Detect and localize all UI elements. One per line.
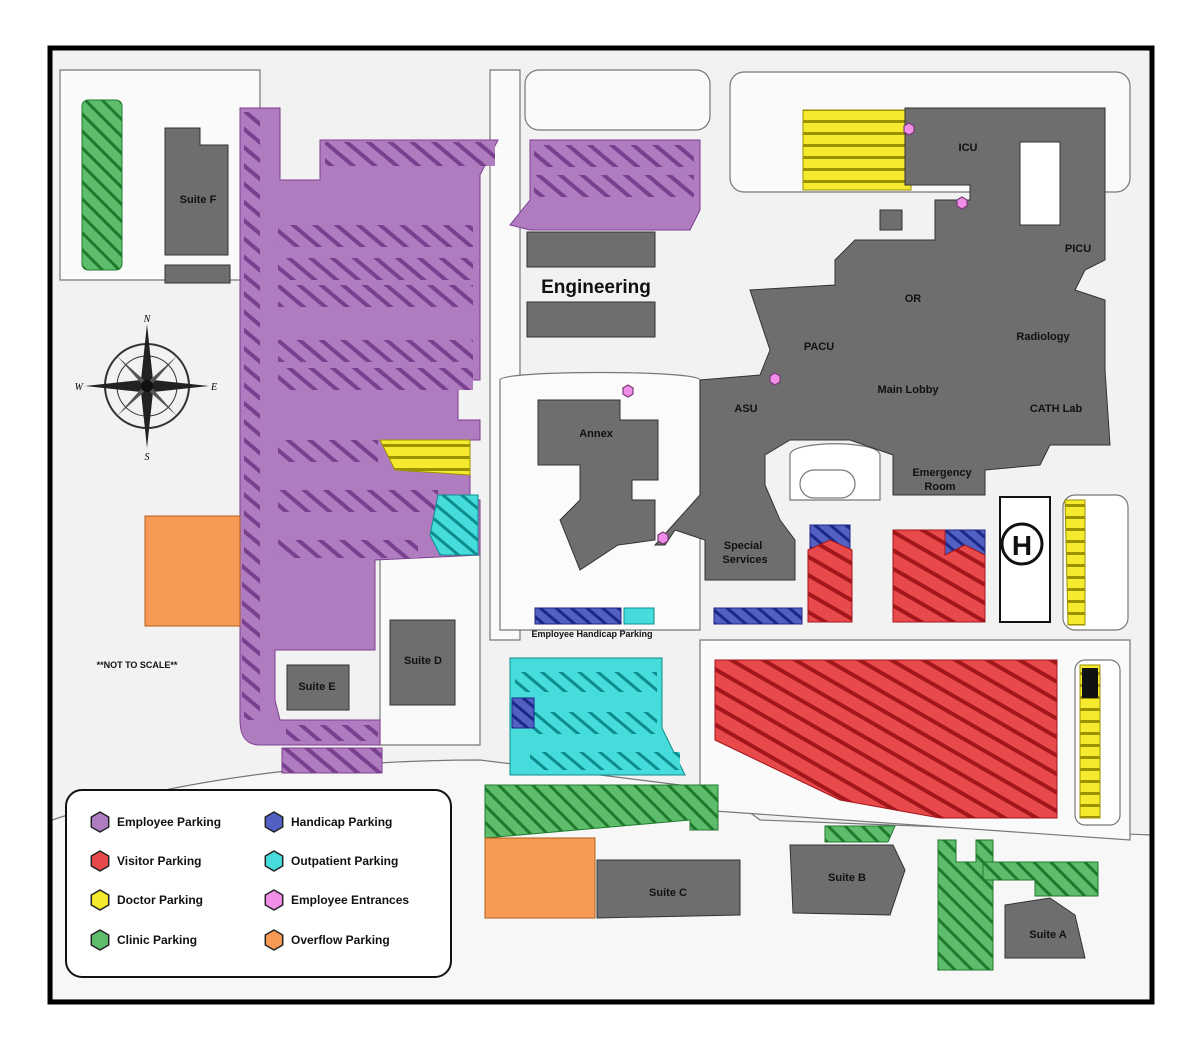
legend: Employee Parking Handicap ParkingVisitor …: [65, 789, 452, 978]
entrance-hex: [622, 384, 634, 398]
building-main-hospital: [653, 107, 1111, 581]
compass-west-label: W: [75, 382, 85, 393]
employee-entrances: [622, 122, 968, 545]
label-or: OR: [905, 293, 922, 305]
doctor-parking-north: [802, 109, 912, 191]
label-cath-lab: CATH Lab: [1030, 403, 1083, 415]
legend-label: Employee Parking: [117, 815, 221, 829]
helipad-label: H: [1012, 530, 1032, 561]
label-emergency-1: Emergency: [912, 467, 972, 479]
doctor-parking-west: [379, 439, 471, 476]
legend-label: Handicap Parking: [291, 815, 392, 829]
label-suite-a: Suite A: [1029, 929, 1067, 941]
legend-swatch-clinic: [90, 929, 110, 951]
legend-label: Employee Entrances: [291, 893, 409, 907]
legend-swatch-visitor: [90, 850, 110, 872]
clinic-parking: [81, 99, 1099, 971]
label-emergency-2: Room: [924, 481, 955, 493]
legend-item: Employee Parking: [90, 811, 221, 833]
label-pacu: PACU: [804, 341, 834, 353]
employee-parking-engineering: [509, 139, 701, 231]
building-engineering-north: [526, 231, 656, 268]
legend-item: Outpatient Parking: [264, 850, 398, 872]
label-suite-f: Suite F: [180, 194, 217, 206]
building-annex: [537, 399, 659, 571]
label-suite-c: Suite C: [649, 887, 687, 899]
doctor-parking-east: [1079, 664, 1101, 819]
label-suite-e: Suite E: [298, 681, 335, 693]
not-to-scale-label: **NOT TO SCALE**: [97, 660, 178, 670]
legend-label: Clinic Parking: [117, 933, 197, 947]
legend-item: Handicap Parking: [264, 811, 392, 833]
buildings: [164, 107, 1111, 959]
building-suite-c: [596, 859, 741, 919]
employee-handicap-label: Employee Handicap Parking: [531, 629, 652, 639]
label-icu: ICU: [959, 142, 978, 154]
map-frame: [47, 45, 1155, 1005]
legend-label: Doctor Parking: [117, 893, 203, 907]
building-suite-d: [389, 619, 456, 706]
entrance-hex: [769, 372, 781, 386]
outpatient-parking-west: [429, 494, 479, 556]
outpatient-parking-annex: [623, 607, 655, 625]
overflow-parking-south: [484, 837, 596, 919]
label-main-lobby: Main Lobby: [877, 384, 939, 396]
compass-rose: N S W E: [75, 314, 217, 463]
entrance-hex: [956, 196, 968, 210]
label-special-services-2: Services: [722, 554, 767, 566]
legend-swatch-entrance: [264, 889, 284, 911]
building-suite-e: [286, 664, 350, 711]
building-suite-a: [1004, 897, 1086, 959]
label-radiology: Radiology: [1016, 331, 1070, 343]
entrance-hex: [903, 122, 915, 136]
handicap-parking: [511, 524, 986, 729]
legend-swatch-outpatient: [264, 850, 284, 872]
entrance-hex: [657, 531, 669, 545]
legend-label: Overflow Parking: [291, 933, 390, 947]
overflow-parking-west: [144, 515, 241, 627]
compass-east-label: E: [210, 382, 217, 393]
legend-item: Doctor Parking: [90, 889, 203, 911]
legend-item: Clinic Parking: [90, 929, 197, 951]
legend-label: Outpatient Parking: [291, 854, 398, 868]
legend-swatch-doctor: [90, 889, 110, 911]
doctor-parking-helipad: [1064, 499, 1086, 626]
label-suite-b: Suite B: [828, 872, 866, 884]
building-suite-b: [789, 844, 906, 916]
label-engineering: Engineering: [541, 277, 651, 298]
legend-swatch-overflow: [264, 929, 284, 951]
legend-swatch-handicap: [264, 811, 284, 833]
label-annex: Annex: [579, 428, 614, 440]
building-engineering-south: [526, 301, 656, 338]
label-picu: PICU: [1065, 243, 1091, 255]
legend-item: Employee Entrances: [264, 889, 409, 911]
label-asu: ASU: [734, 403, 757, 415]
legend-label: Visitor Parking: [117, 854, 201, 868]
helipad-circle: [1000, 522, 1044, 566]
legend-swatch-employee: [90, 811, 110, 833]
compass-north-label: N: [143, 314, 152, 325]
legend-item: Visitor Parking: [90, 850, 201, 872]
building-suite-f: [164, 127, 229, 256]
visitor-parking: [714, 529, 1058, 819]
label-special-services-1: Special: [724, 540, 763, 552]
employee-parking-main: [239, 107, 499, 774]
legend-item: Overflow Parking: [264, 929, 390, 951]
building-labels: Suite F Engineering Annex ASU Special Se…: [180, 142, 1092, 941]
compass-south-label: S: [145, 452, 150, 463]
label-suite-d: Suite D: [404, 655, 442, 667]
